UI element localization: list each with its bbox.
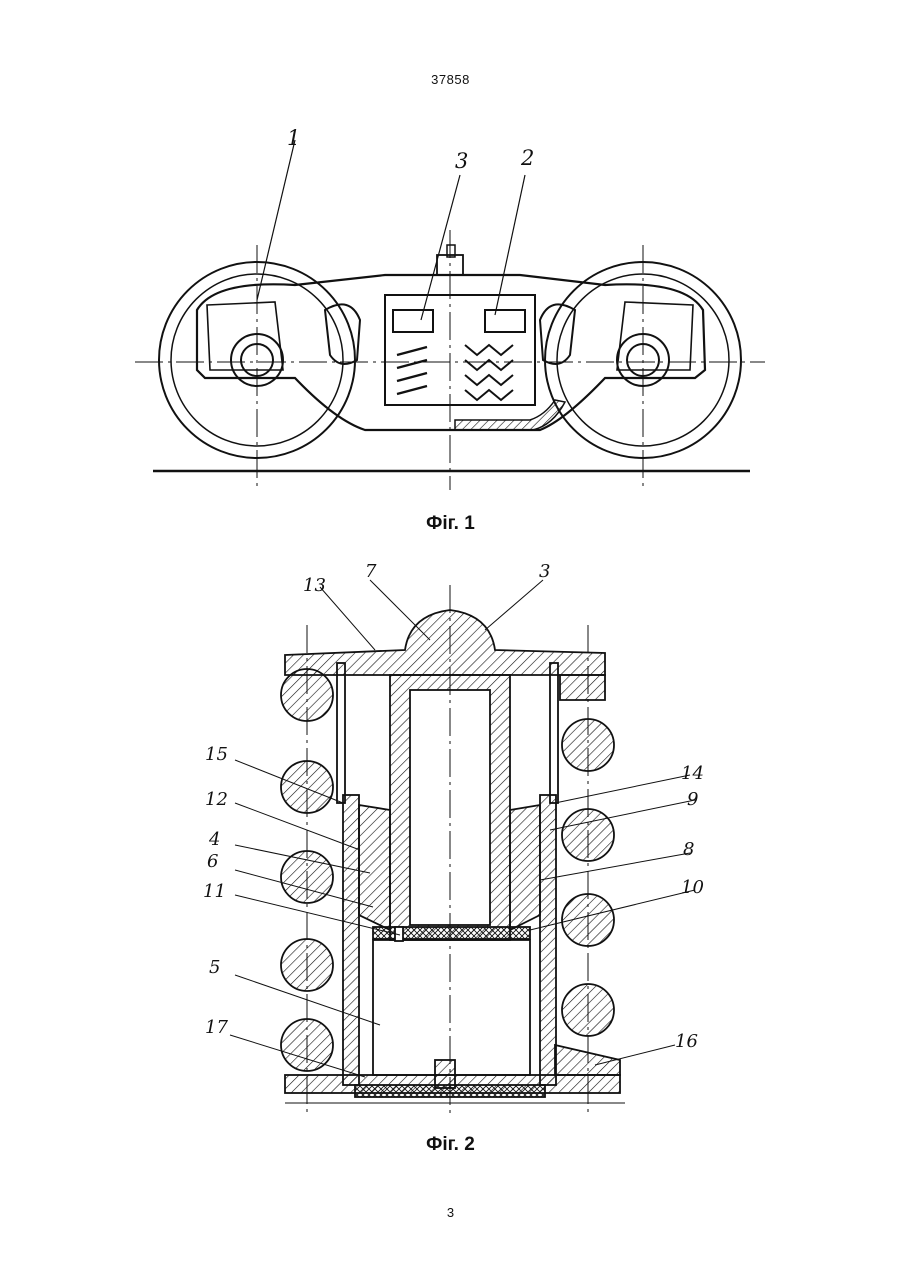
figure-1-svg: 1 3 2 bbox=[135, 120, 765, 500]
fig1-callout-2: 2 bbox=[520, 146, 534, 170]
fig1-callout-1: 1 bbox=[287, 126, 300, 150]
fig2-callout-14: 14 bbox=[681, 763, 704, 784]
fig2-callout-5: 5 bbox=[209, 957, 220, 978]
fig2-callout-17: 17 bbox=[205, 1017, 228, 1038]
figure-1-bogie-drawing: 1 3 2 bbox=[135, 120, 765, 500]
fig2-callout-9: 9 bbox=[687, 789, 698, 810]
fig1-callout-3: 3 bbox=[455, 149, 468, 173]
page-number: 3 bbox=[0, 1205, 901, 1220]
fig2-callout-4: 4 bbox=[208, 829, 220, 850]
fig2-callout-16: 16 bbox=[675, 1031, 698, 1052]
fig2-callout-15: 15 bbox=[205, 744, 228, 765]
fig2-callout-11: 11 bbox=[203, 881, 226, 902]
fig2-callout-6: 6 bbox=[207, 851, 218, 872]
document-number: 37858 bbox=[0, 72, 901, 87]
figure-2-svg: 13 7 3 15 14 12 9 4 8 6 10 11 5 17 16 bbox=[195, 555, 715, 1120]
fig2-callout-7: 7 bbox=[365, 561, 377, 582]
figure-2-section-drawing: 13 7 3 15 14 12 9 4 8 6 10 11 5 17 16 bbox=[195, 555, 715, 1120]
fig2-callout-3: 3 bbox=[539, 561, 550, 582]
fig2-callout-10: 10 bbox=[681, 877, 704, 898]
figure-2-caption: Фіг. 2 bbox=[0, 1134, 901, 1156]
fig2-callout-12: 12 bbox=[205, 789, 228, 810]
fig2-callout-8: 8 bbox=[683, 839, 694, 860]
figure-1-caption: Фіг. 1 bbox=[0, 513, 901, 535]
fig2-callout-13: 13 bbox=[303, 575, 326, 596]
